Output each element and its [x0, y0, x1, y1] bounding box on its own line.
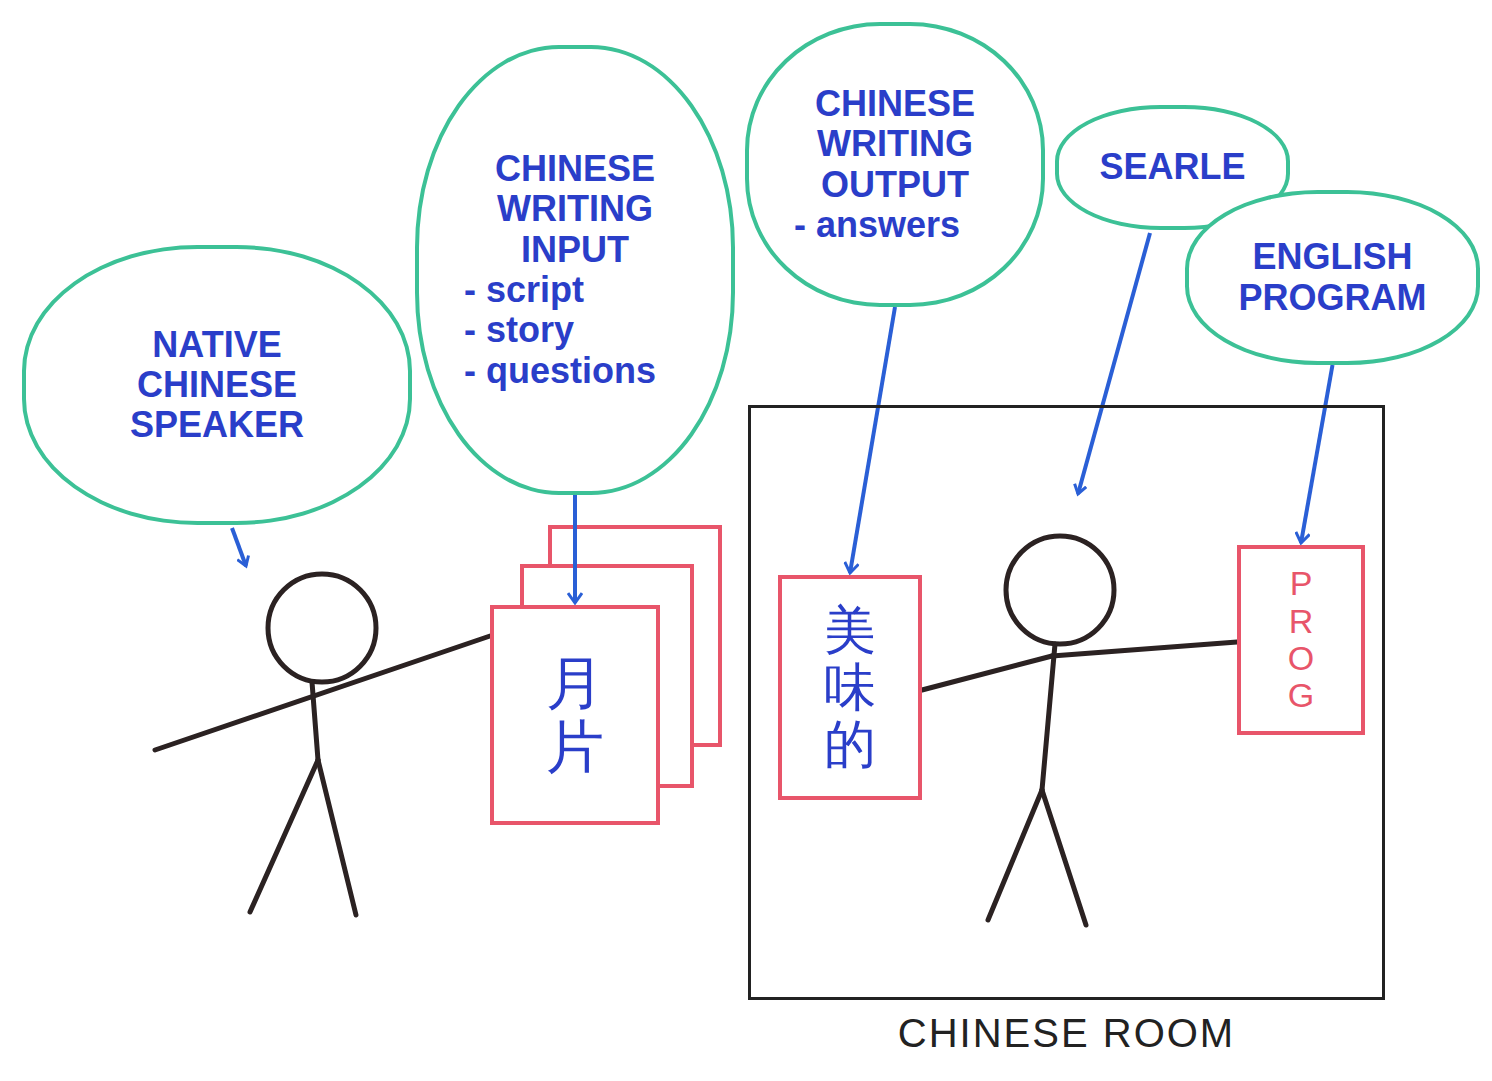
- pointer-arrow: [573, 495, 577, 603]
- cloud-heading: CHINESE WRITING OUTPUT: [794, 84, 996, 205]
- searle-arm: [1052, 642, 1237, 656]
- paper-card: 美味的: [778, 575, 922, 800]
- card-text: PROG: [1284, 565, 1318, 715]
- speaker-arm: [155, 636, 490, 750]
- cloud-heading: SEARLE: [1077, 147, 1268, 187]
- searle-head: [1006, 536, 1114, 644]
- cloud-heading: NATIVE CHINESE SPEAKER: [71, 325, 363, 446]
- searle-arm: [922, 656, 1052, 690]
- room-caption: CHINESE ROOM: [898, 1011, 1235, 1056]
- cloud-item: - script: [464, 270, 686, 310]
- cloud-item: - questions: [464, 351, 686, 391]
- cloud-item: - story: [464, 310, 686, 350]
- speaker-head: [268, 574, 376, 682]
- searle-leg: [1042, 790, 1086, 925]
- speaker-leg: [318, 760, 356, 915]
- cloud-heading: CHINESE WRITING INPUT: [464, 149, 686, 270]
- pointer-arrow: [1301, 365, 1333, 543]
- cloud-heading: ENGLISH PROGRAM: [1224, 237, 1441, 318]
- searle-body: [1042, 644, 1055, 790]
- leader-arrow: [1078, 233, 1150, 494]
- room-box: CHINESE ROOM美味的PROG: [748, 405, 1385, 1000]
- searle-leg: [988, 790, 1042, 920]
- card-text: 美味的: [824, 602, 876, 774]
- card-text: 月片: [546, 651, 604, 779]
- callout-cloud: ENGLISH PROGRAM: [1185, 190, 1480, 365]
- speaker-leg: [250, 760, 318, 912]
- callout-cloud: CHINESE WRITING OUTPUT- answers: [745, 22, 1045, 307]
- paper-card: 月片: [490, 605, 660, 825]
- leader-arrow: [232, 528, 246, 566]
- callout-cloud: NATIVE CHINESE SPEAKER: [22, 245, 412, 525]
- pointer-arrow: [850, 307, 895, 573]
- paper-card: PROG: [1237, 545, 1365, 735]
- cloud-item: - answers: [794, 205, 996, 245]
- callout-cloud: CHINESE WRITING INPUT- script- story- qu…: [415, 45, 735, 495]
